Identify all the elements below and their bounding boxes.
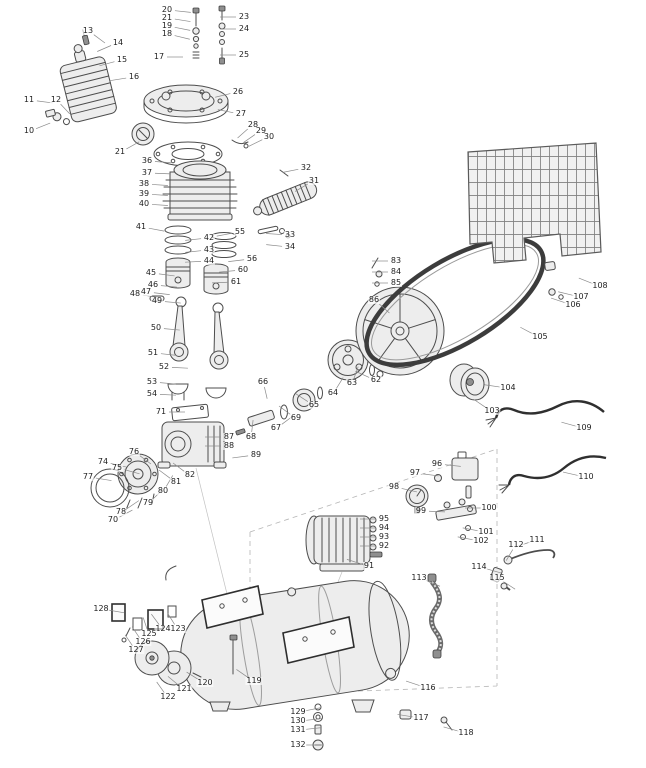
pistons (149, 257, 229, 302)
flywheel (355, 286, 445, 376)
braided-hose (427, 573, 444, 659)
valve-reeds (257, 225, 291, 239)
breather-cap (131, 122, 155, 146)
motor-pulley (449, 363, 490, 401)
connecting-rods (167, 296, 229, 401)
belt-guard-grille (467, 142, 602, 300)
discharge-tube (489, 549, 556, 591)
piston-rings (164, 225, 237, 258)
valve-clamp (231, 139, 249, 149)
v-belt (364, 236, 546, 368)
tank-assembly (111, 565, 453, 751)
crankshaft-parts (235, 386, 323, 436)
cylinder-block (162, 160, 238, 221)
intake-filter (253, 181, 318, 216)
filter-bolt (279, 169, 289, 177)
crankcase-cover (90, 453, 159, 511)
aftercooler-assembly (45, 29, 117, 126)
flywheel-fasteners (371, 257, 383, 287)
leader-lines (35, 10, 594, 746)
head-fasteners (192, 5, 226, 65)
pressure-switch-assembly (405, 451, 479, 540)
cylinder-head (143, 84, 229, 124)
electric-motor (305, 515, 383, 572)
power-cables (485, 400, 607, 494)
crankcase (157, 421, 227, 469)
crankcase-gasket (171, 403, 209, 422)
